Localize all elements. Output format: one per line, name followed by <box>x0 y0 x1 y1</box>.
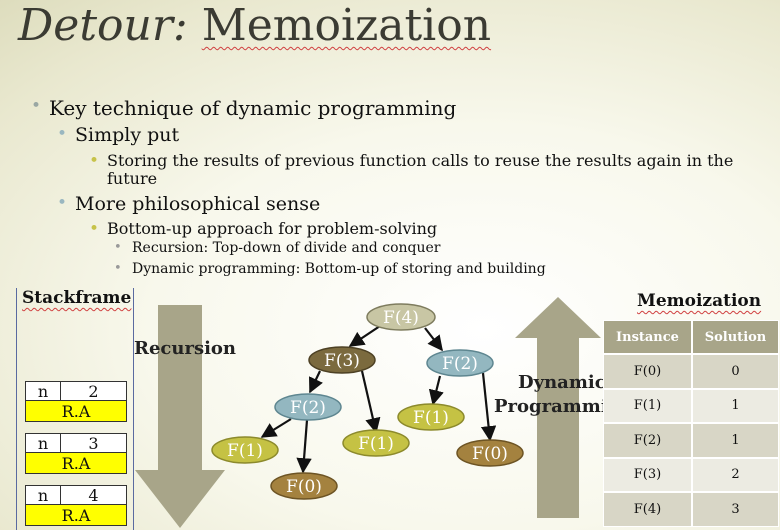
node-f2-left: F(2) <box>274 393 342 421</box>
bullet-key-technique: •Key technique of dynamic programming <box>31 96 457 120</box>
dynamic-label: Dynamic <box>518 372 606 393</box>
dp-up-arrow <box>515 297 601 518</box>
edge-f3-f2 <box>309 370 323 394</box>
recursion-down-arrow <box>135 305 225 528</box>
memo-row: F(2) 1 <box>603 423 779 458</box>
memo-row: F(1) 1 <box>603 388 779 423</box>
node-f2-right: F(2) <box>426 349 494 377</box>
svg-text:F(0): F(0) <box>472 444 508 464</box>
memo-cell-instance: F(0) <box>603 354 692 389</box>
memoization-table: Instance Solution F(0) 0 F(1) 1 F(2) 1 F… <box>603 320 779 527</box>
edge-f2-f0-left <box>296 419 312 474</box>
edge-f2-f1-right <box>428 375 444 406</box>
memo-header-row: Instance Solution <box>603 320 779 354</box>
svg-text:F(2): F(2) <box>442 354 478 374</box>
memo-row: F(3) 2 <box>603 457 779 492</box>
svg-text:F(1): F(1) <box>358 434 394 454</box>
bullet-dp-bottomup: •Dynamic programming: Bottom-up of stori… <box>114 261 546 277</box>
memo-header-instance: Instance <box>603 320 692 354</box>
bullet-recursion-topdown: •Recursion: Top-down of divide and conqu… <box>114 240 441 256</box>
memo-cell-solution: 3 <box>692 492 779 527</box>
slide-title: Detour: Memoization <box>18 0 491 51</box>
node-f1-left: F(1) <box>211 436 279 464</box>
bullet-storing-results-cont: future <box>107 169 158 188</box>
node-f3: F(3) <box>308 346 376 374</box>
title-memoization: Memoization <box>201 0 492 51</box>
memoization-title: Memoization <box>637 291 762 311</box>
edge-f3-f1 <box>360 370 381 434</box>
svg-text:F(1): F(1) <box>227 441 263 461</box>
title-detour: Detour: <box>18 0 188 51</box>
memo-cell-solution: 2 <box>692 457 779 492</box>
node-f0-right: F(0) <box>456 439 524 467</box>
svg-text:F(2): F(2) <box>290 398 326 418</box>
bullet-bottom-up: •Bottom-up approach for problem-solving <box>89 219 438 239</box>
edge-f2-f1-left <box>260 418 292 438</box>
stackframe-title: Stackframe <box>22 288 132 308</box>
memo-row: F(4) 3 <box>603 492 779 527</box>
memo-cell-instance: F(1) <box>603 388 692 423</box>
edge-f4-f2 <box>424 327 443 352</box>
svg-text:F(3): F(3) <box>324 351 360 371</box>
memo-header-solution: Solution <box>692 320 779 354</box>
recursion-label: Recursion <box>134 338 237 359</box>
stack-frame-n3: n 3 R.A <box>25 433 127 474</box>
node-f0-left: F(0) <box>270 472 338 500</box>
memo-cell-instance: F(3) <box>603 457 692 492</box>
svg-text:F(1): F(1) <box>413 408 449 428</box>
stack-frame-n4: n 4 R.A <box>25 485 127 526</box>
memo-cell-instance: F(2) <box>603 423 692 458</box>
edge-f2-f0-right <box>480 372 497 442</box>
programming-label: Programming <box>494 396 634 417</box>
node-f1-right: F(1) <box>397 403 465 431</box>
bullet-philosophical: •More philosophical sense <box>57 193 321 215</box>
stack-frame-n2: n 2 R.A <box>25 381 127 422</box>
stackframe-box <box>16 288 134 530</box>
memo-cell-instance: F(4) <box>603 492 692 527</box>
bullet-simply-put: •Simply put <box>57 124 180 146</box>
edge-f4-f3 <box>348 325 381 347</box>
memo-cell-solution: 1 <box>692 388 779 423</box>
memo-cell-solution: 0 <box>692 354 779 389</box>
node-f1-middle: F(1) <box>342 429 410 457</box>
svg-text:F(0): F(0) <box>286 477 322 497</box>
memo-row: F(0) 0 <box>603 354 779 389</box>
memo-cell-solution: 1 <box>692 423 779 458</box>
bullet-storing-results: •Storing the results of previous functio… <box>89 151 734 171</box>
node-f4: F(4) <box>366 303 436 331</box>
svg-text:F(4): F(4) <box>383 308 419 328</box>
